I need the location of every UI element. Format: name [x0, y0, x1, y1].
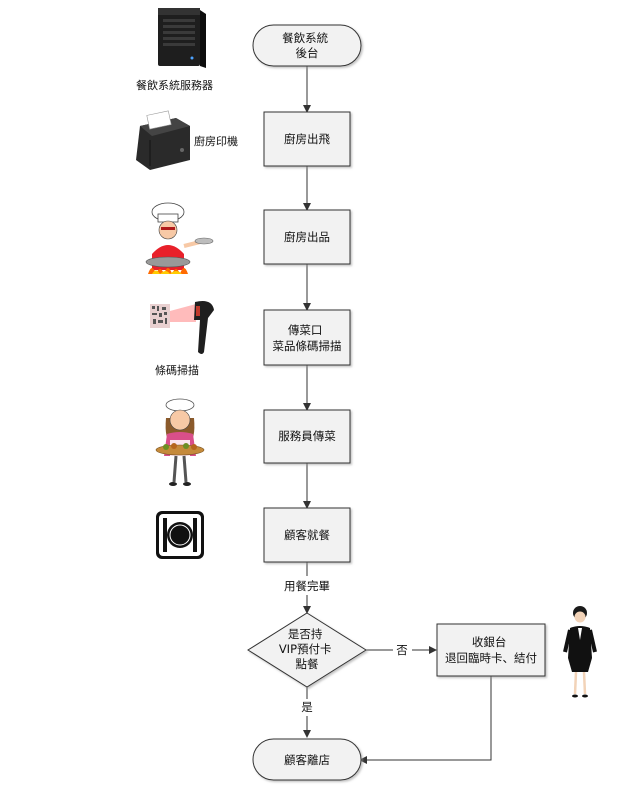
- node-scan: [263, 309, 351, 366]
- node-end: [252, 738, 362, 781]
- node-decision-line3: 點餐: [296, 657, 319, 671]
- server-tower-icon: [158, 8, 206, 68]
- edge-cashier-to-end: [359, 676, 492, 764]
- node-decision: [247, 612, 367, 688]
- node-decision-line2: VIP預付卡: [279, 642, 332, 656]
- node-scan-line2: 菜品條碼掃描: [273, 339, 342, 353]
- node-start-line2: 後台: [296, 46, 319, 60]
- printer-label: 廚房印機: [194, 135, 238, 148]
- receipt-printer-icon: [136, 110, 190, 170]
- node-start: [252, 24, 362, 67]
- svg-text:傳菜口 菜品條碼掃描: 傳菜口 菜品條碼掃描: [273, 323, 342, 353]
- node-kitchen-print: [263, 111, 351, 167]
- waitress-serving-icon: [155, 398, 205, 486]
- node-waiter-serve: [263, 409, 351, 464]
- svg-text:是否持 VIP預付卡 點餐: 是否持 VIP預付卡 點餐: [279, 627, 335, 671]
- plate-fork-knife-icon: [156, 511, 204, 559]
- svg-text:收銀台 退回臨時卡、結付: 收銀台 退回臨時卡、結付: [445, 635, 537, 665]
- node-kitchen-out-label: 廚房出品: [284, 230, 330, 244]
- cashier-woman-icon: [563, 606, 597, 698]
- svg-text:餐飲系統 後台: 餐飲系統 後台: [282, 31, 332, 60]
- node-start-line1: 餐飲系統: [282, 31, 328, 45]
- server-label: 餐飲系統服務器: [136, 79, 213, 92]
- barcode-scanner-icon: [150, 301, 214, 354]
- node-cashier-line2: 退回臨時卡、結付: [445, 651, 537, 665]
- edge-label-no: 否: [396, 643, 408, 657]
- node-cashier: [436, 623, 546, 677]
- node-kitchen-print-label: 廚房出飛: [284, 132, 330, 146]
- edge-label-after-dine: 用餐完畢: [284, 579, 330, 593]
- chef-cooking-icon: [145, 202, 214, 274]
- node-kitchen-out: [263, 209, 351, 265]
- edge-label-yes: 是: [301, 700, 313, 714]
- node-waiter-serve-label: 服務員傳菜: [278, 429, 336, 443]
- node-end-label: 顧客離店: [284, 753, 330, 767]
- connectors: [303, 66, 492, 764]
- node-dine-label: 顧客就餐: [284, 528, 330, 542]
- node-cashier-line1: 收銀台: [472, 635, 507, 649]
- node-dine: [263, 507, 351, 563]
- scanner-label: 條碼掃描: [155, 364, 199, 377]
- node-decision-line1: 是否持: [288, 627, 323, 641]
- node-scan-line1: 傳菜口: [288, 323, 323, 337]
